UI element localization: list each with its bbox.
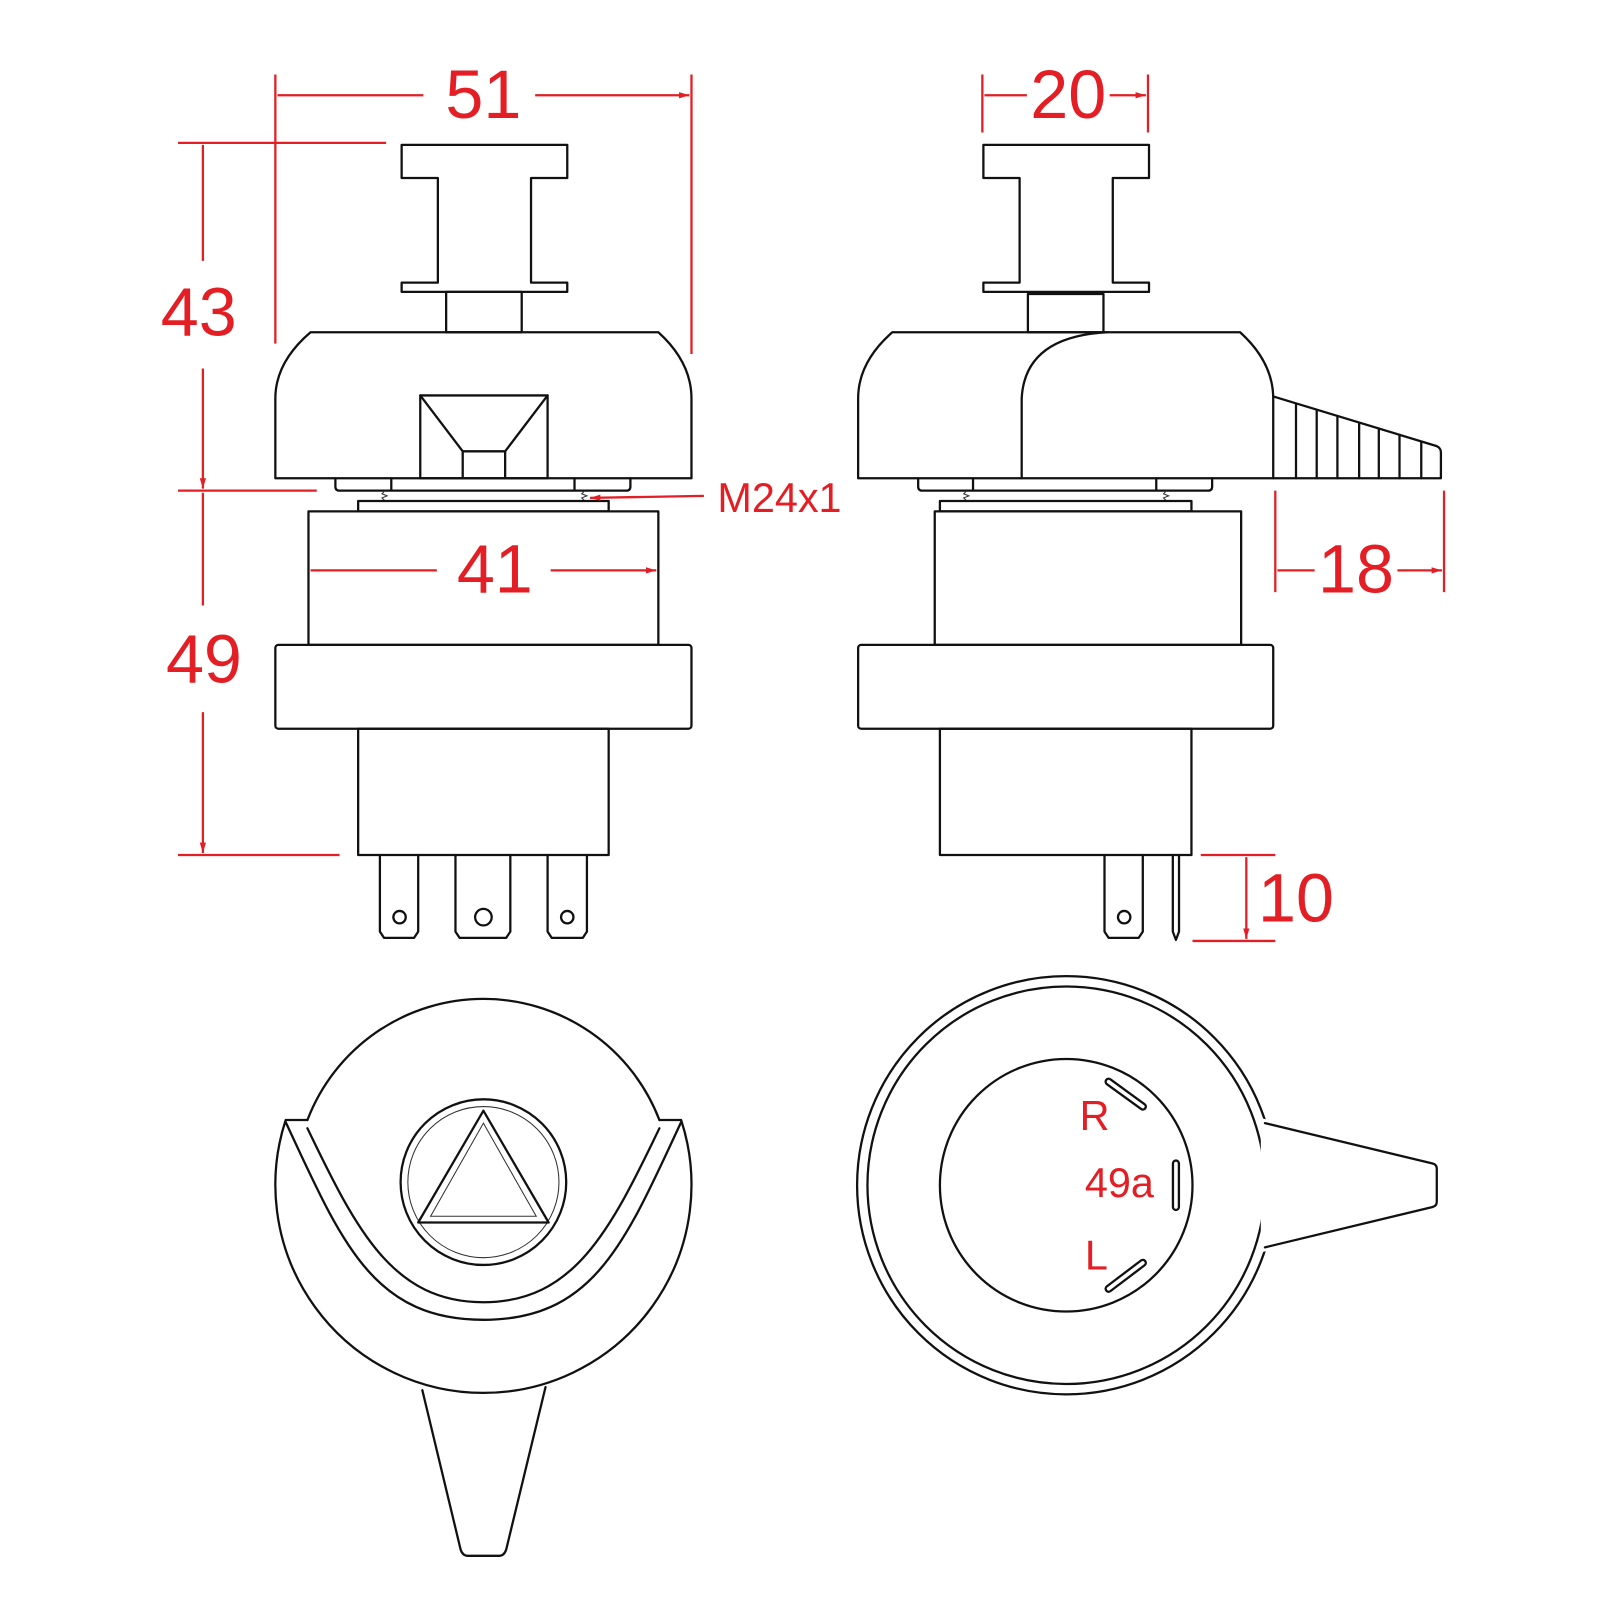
cap-side <box>856 331 1275 480</box>
shaft-side <box>1026 292 1105 334</box>
front-view <box>274 143 693 939</box>
warning-triangle-icon <box>417 1109 550 1224</box>
handle-top <box>421 1385 547 1557</box>
side-dimensions: 20 18 10 <box>981 57 1444 941</box>
thread-front <box>381 490 589 502</box>
knob-front <box>400 143 569 294</box>
dim-lower-height: 49 <box>166 621 242 697</box>
handle-bottom <box>1263 1121 1438 1249</box>
terminal-label-r: R <box>1080 1093 1110 1139</box>
dim-knob-width: 20 <box>1030 57 1106 133</box>
thread-label: M24x1 <box>717 475 841 521</box>
dim-body-width: 41 <box>457 531 533 607</box>
base-side <box>938 727 1193 857</box>
handle-side <box>1272 395 1443 480</box>
button-top <box>399 1098 568 1267</box>
terminal-label-49a: 49a <box>1085 1160 1155 1206</box>
front-dimensions: 51 43 49 41 M24x1 <box>161 57 842 855</box>
nut-front <box>357 499 610 513</box>
connector-circle <box>938 1057 1194 1313</box>
top-view <box>274 997 693 1557</box>
base-front <box>357 727 610 857</box>
dim-upper-height: 43 <box>161 275 237 351</box>
side-view <box>856 143 1443 942</box>
bottom-view: R 49a L <box>855 975 1438 1396</box>
dim-handle-length: 18 <box>1318 531 1394 607</box>
flange-front <box>274 643 693 730</box>
shaft-front <box>445 290 523 334</box>
washer-front <box>334 477 632 492</box>
terminal-slots <box>1104 1077 1181 1293</box>
indicator-window <box>419 394 549 480</box>
terminal-label-l: L <box>1085 1233 1108 1279</box>
dim-overall-width: 51 <box>445 57 521 133</box>
flange-side <box>856 643 1275 730</box>
dim-terminal-length: 10 <box>1258 861 1334 937</box>
terminals-front <box>378 853 589 939</box>
cap-front <box>274 331 693 480</box>
body-side <box>933 510 1243 647</box>
knob-side <box>982 143 1151 294</box>
